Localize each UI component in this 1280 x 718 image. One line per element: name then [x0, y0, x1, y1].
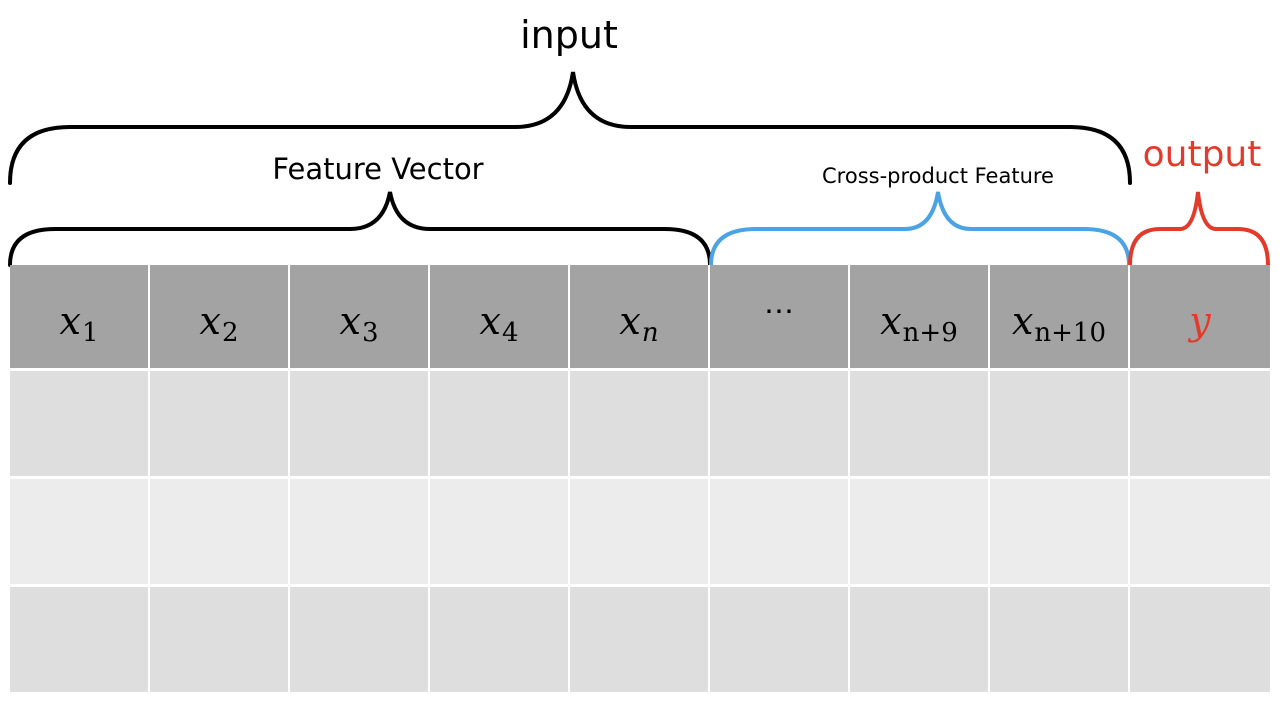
input-brace	[8, 71, 1132, 185]
header-sub: n+10	[1034, 317, 1107, 348]
table-cell	[290, 479, 430, 587]
header-var: x	[619, 298, 641, 343]
table-cell	[990, 587, 1130, 695]
table-cell	[990, 479, 1130, 587]
table-cell	[1130, 479, 1270, 587]
table-cell	[570, 587, 710, 695]
output-label: output	[1142, 134, 1262, 175]
header-sub: 1	[81, 317, 99, 348]
table-cell	[10, 479, 150, 587]
table-cell	[570, 479, 710, 587]
header-var: ⋯	[764, 294, 794, 329]
table-cell	[430, 479, 570, 587]
header-sub: 3	[361, 317, 379, 348]
input-label: input	[520, 13, 618, 57]
header-var: x	[339, 298, 361, 343]
header-var: x	[199, 298, 221, 343]
table-cell	[990, 371, 1130, 479]
header-sub: 4	[501, 317, 519, 348]
header-var: x	[1011, 298, 1034, 343]
header-sub: n	[641, 317, 659, 348]
table-cell	[290, 587, 430, 695]
table-cell	[150, 587, 290, 695]
table-cell	[10, 371, 150, 479]
table-cell	[150, 371, 290, 479]
feature-vector-brace	[8, 191, 712, 267]
table-cell	[150, 479, 290, 587]
feature-vector-label: Feature Vector	[272, 152, 484, 186]
table-cell	[1130, 371, 1270, 479]
header-cell-ellipsis: ⋯	[710, 265, 850, 371]
table-cell	[710, 479, 850, 587]
table-cell	[10, 587, 150, 695]
table-cell	[290, 371, 430, 479]
table-cell	[1130, 587, 1270, 695]
table-cell	[430, 371, 570, 479]
output-brace	[1128, 191, 1270, 267]
header-sub: n+9	[902, 317, 958, 348]
table-cell	[850, 479, 990, 587]
header-cell-y: y	[1130, 265, 1270, 371]
table-cell	[850, 587, 990, 695]
table-cell	[710, 587, 850, 695]
header-var: y	[1189, 298, 1211, 343]
header-var: x	[59, 298, 81, 343]
cross-product-feature-label: Cross-product Feature	[822, 164, 1054, 188]
header-var: x	[479, 298, 501, 343]
table-cell	[430, 587, 570, 695]
header-var: x	[880, 298, 902, 343]
table-cell	[850, 371, 990, 479]
table-cell	[570, 371, 710, 479]
cross-product-brace	[709, 191, 1131, 267]
header-sub: 2	[221, 317, 239, 348]
table-cell	[710, 371, 850, 479]
